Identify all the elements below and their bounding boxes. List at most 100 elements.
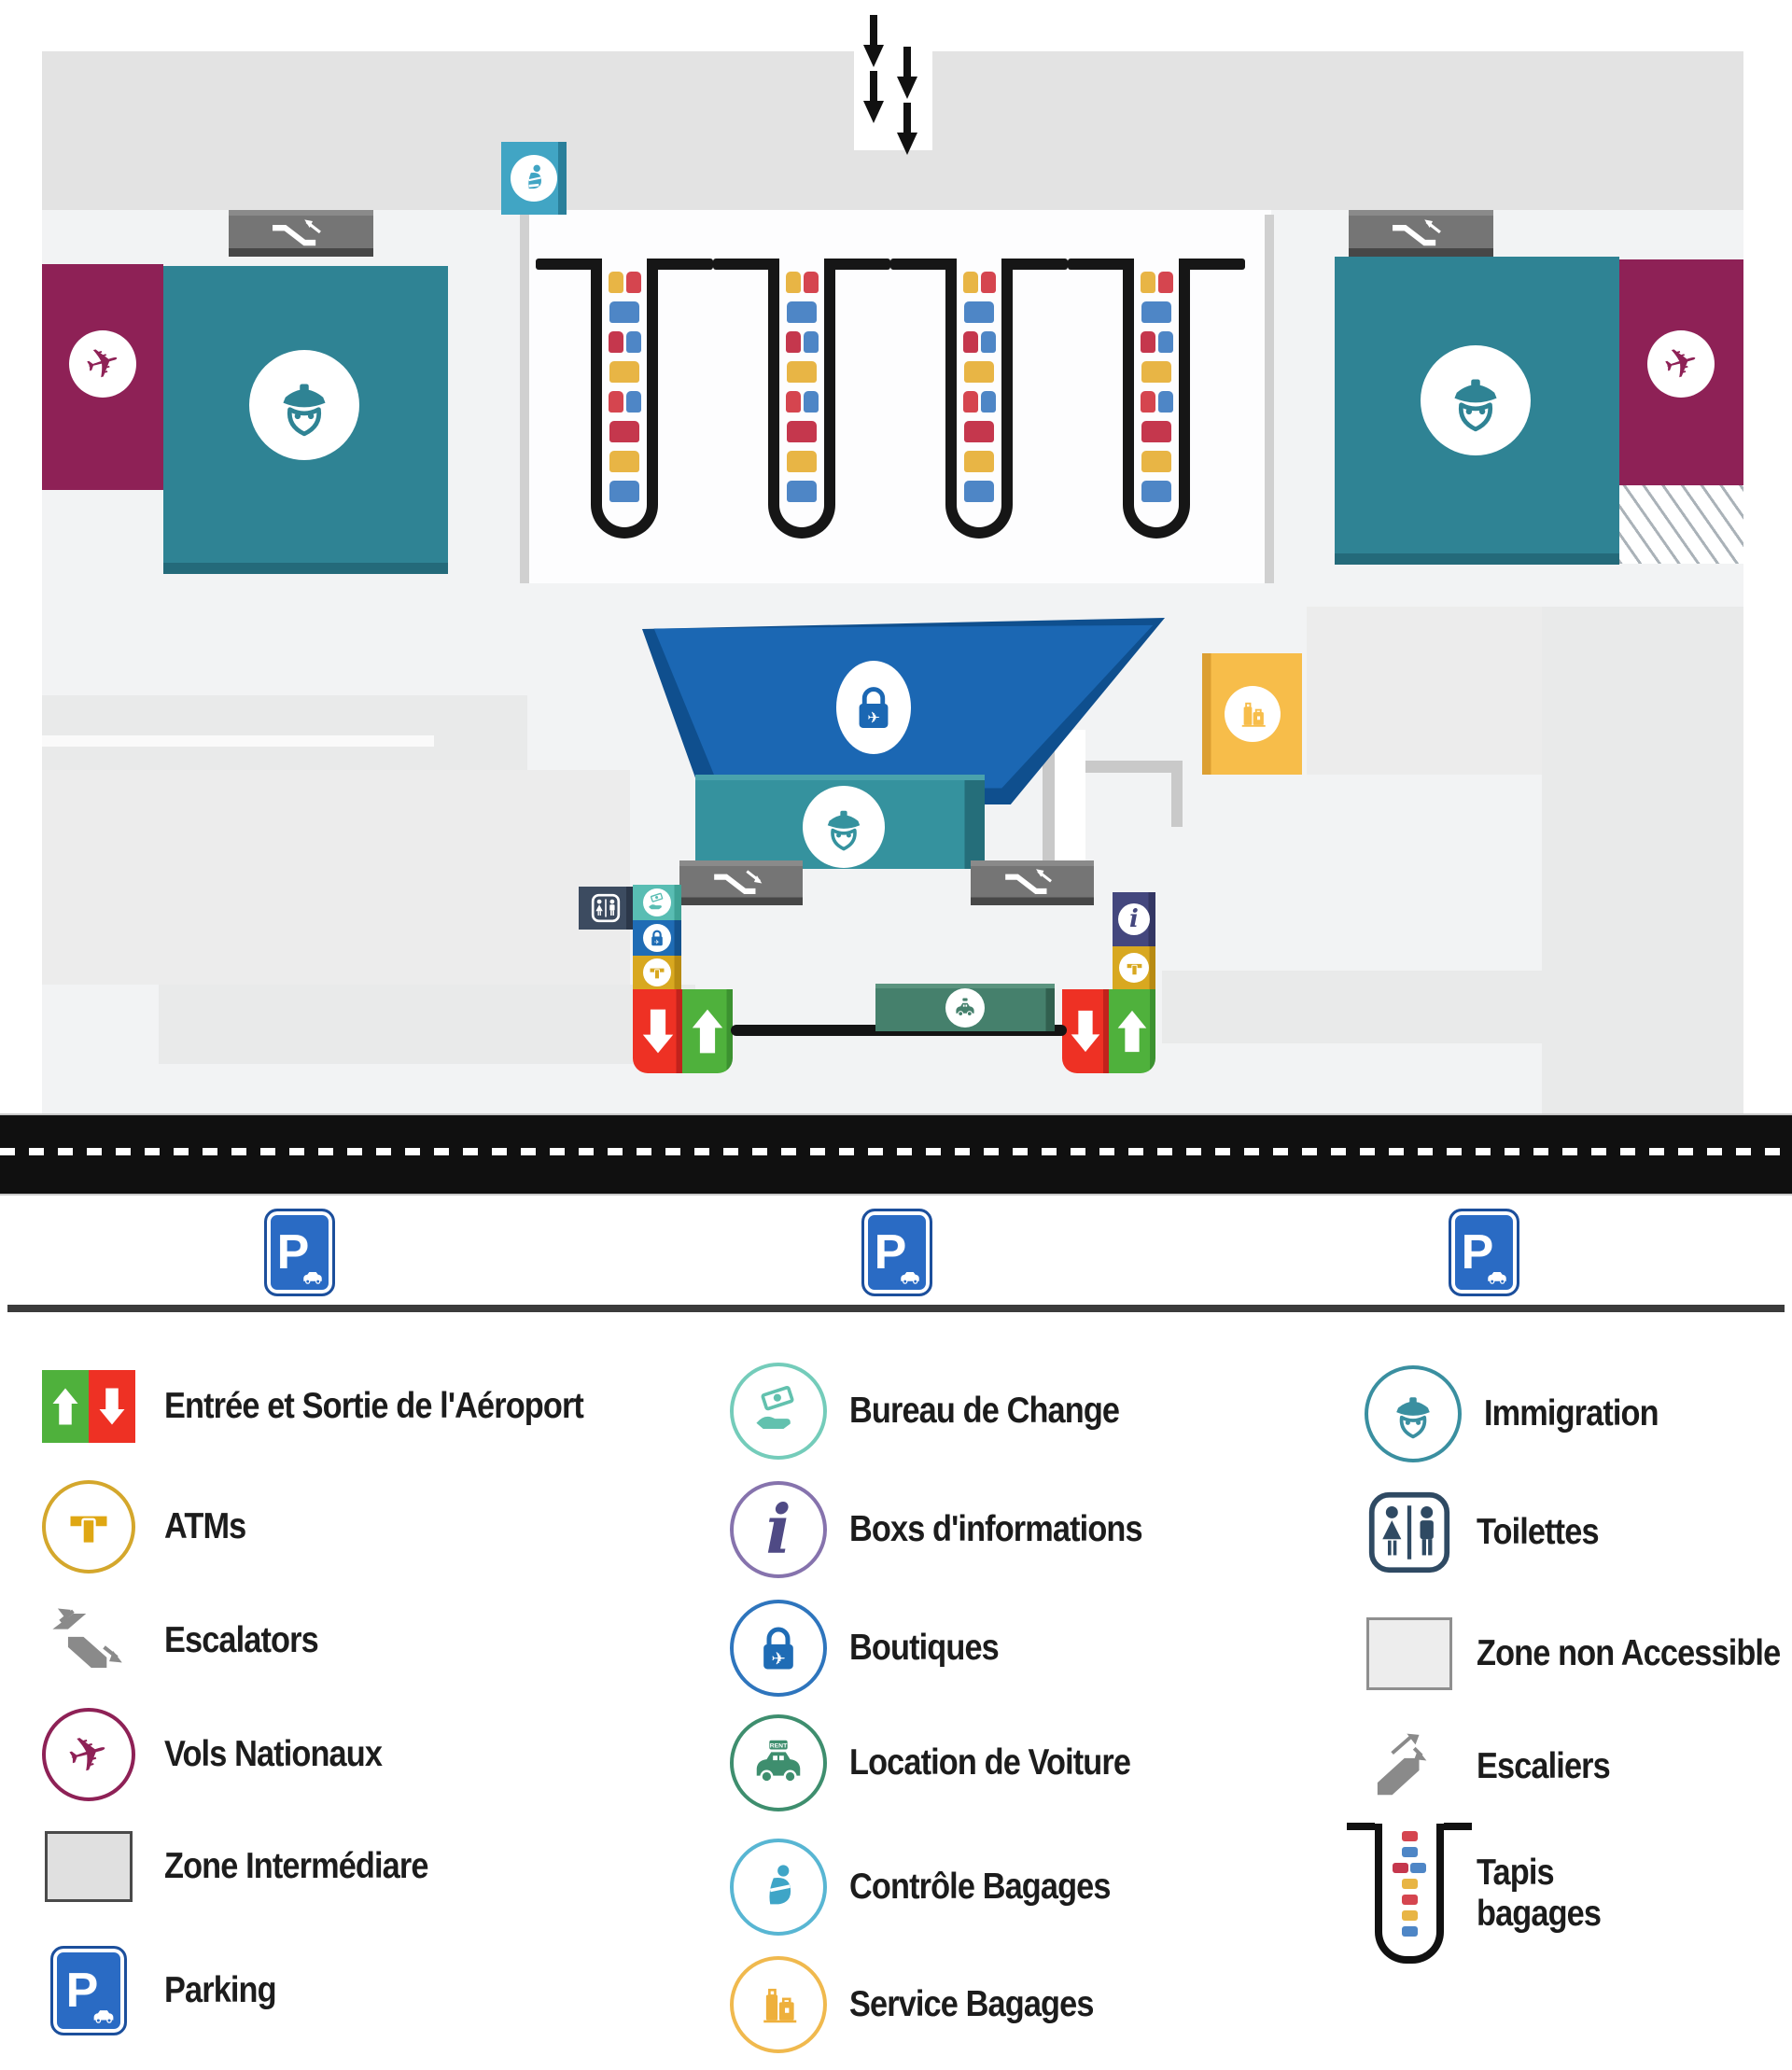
down-arrow-icon [642, 1009, 673, 1054]
escalator-sign [1349, 210, 1493, 257]
shops-lock-icon: ✈ [730, 1600, 827, 1697]
immigration-officer-icon [283, 384, 326, 437]
luggage-icon [803, 272, 819, 293]
immigration-officer-icon [827, 810, 861, 851]
down-arrow-icon [863, 71, 884, 123]
luggage-icon [964, 451, 994, 472]
parking-sign: P [1449, 1209, 1519, 1296]
legend-item-entry-exit: Entrée et Sortie de l'Aéroport [37, 1364, 640, 1448]
svg-text:RENT: RENT [770, 1743, 788, 1750]
legend-item-stairs: Escaliers [1365, 1725, 1628, 1809]
legend-label: Parking [164, 1970, 277, 2011]
luggage-row [962, 331, 996, 353]
legend-item-escalators: Escalators [37, 1598, 339, 1684]
toilets-icon [591, 893, 621, 923]
luggage-icon [608, 272, 623, 293]
luggage-icon [609, 301, 639, 323]
parking-sign-icon: P [50, 1946, 127, 2035]
legend-label: Location de Voiture [849, 1742, 1131, 1783]
luggage-icon [964, 421, 994, 442]
parking-letter: P [874, 1225, 907, 1280]
luggage-icon [609, 481, 639, 502]
currency-exchange-icon [649, 892, 664, 910]
immigration-officer-icon [1365, 1365, 1462, 1462]
parking-letter: P [276, 1225, 310, 1280]
car-icon [956, 998, 974, 1017]
legend-label: Escaliers [1477, 1746, 1611, 1787]
shops-station: ✈ [633, 920, 681, 956]
luggage-icon [964, 481, 994, 502]
luggage-icon [785, 272, 801, 293]
intermediate-zone-swatch [45, 1831, 133, 1902]
luggage-row [787, 361, 817, 383]
luggage-icon [980, 391, 996, 413]
legend-item-intermediate-zone: Zone Intermédiare [37, 1827, 464, 1906]
domestic-flights-zone-right: ✈ [1619, 259, 1743, 485]
escalator-icon [52, 1608, 122, 1668]
baggage-carousel-icon [1347, 1823, 1472, 1964]
luggage-icon [1401, 1831, 1418, 1841]
luggage-icon [962, 391, 978, 413]
legend-item-car-rental: RENT Location de Voiture [730, 1714, 1169, 1811]
luggage-row [1141, 421, 1171, 442]
legend-item-toilets: Toilettes [1365, 1488, 1615, 1577]
down-arrow-icon [897, 47, 917, 99]
luggage-row [609, 451, 639, 472]
luggage-icon [1401, 1926, 1418, 1937]
hall-wall-left [520, 215, 529, 583]
luggage-icon [785, 331, 801, 353]
luggage-row [1141, 451, 1171, 472]
domestic-flights-zone-left: ✈ [42, 264, 163, 490]
car-icon [303, 1271, 322, 1284]
luggage-icon [1401, 1910, 1418, 1921]
shops-lock-icon: ✈ [651, 930, 663, 945]
shelf-line [42, 735, 434, 747]
luggage-row [609, 421, 639, 442]
luggage-row [1141, 301, 1171, 323]
luggage-icon [1140, 391, 1155, 413]
parking-sign: P [861, 1209, 932, 1296]
baggage-carousel [1068, 259, 1245, 550]
gate-frame [1043, 730, 1183, 863]
luggage-row [785, 391, 819, 413]
escalator-sign [679, 860, 803, 905]
luggage-icon [1157, 331, 1173, 353]
baggage-service-office [1202, 653, 1302, 775]
luggage-row [1401, 1847, 1418, 1857]
immigration-badge [1421, 345, 1531, 455]
luggage-icon [962, 272, 978, 293]
legend-item-currency-exchange: Bureau de Change [730, 1363, 1156, 1460]
car-rental-icon: RENT [730, 1714, 827, 1811]
luggage-icon [625, 272, 641, 293]
luggage-row [787, 481, 817, 502]
luggage-row [787, 301, 817, 323]
non-accessible-zone-swatch [1366, 1617, 1452, 1690]
luggage-icon [1141, 481, 1171, 502]
legend-label: Boutiques [849, 1628, 1000, 1669]
currency-exchange-icon [730, 1363, 827, 1460]
luggage-row [962, 272, 996, 293]
non-accessible-block [159, 985, 695, 1064]
luggage-row [964, 481, 994, 502]
luggage-icon [787, 421, 817, 442]
non-accessible-block [42, 770, 630, 985]
legend-item-baggage-service: Service Bagages [730, 1956, 1127, 2053]
escalator-icon [1004, 869, 1052, 895]
shops-lock-icon: ✈ [859, 687, 889, 728]
luggage-icon [1401, 1847, 1418, 1857]
luggage-row [1140, 331, 1173, 353]
legend-item-domestic-flights: ✈ Vols Nationaux [37, 1708, 412, 1801]
down-arrow-icon [863, 15, 884, 67]
immigration-badge [803, 786, 885, 868]
luggage-icon [962, 331, 978, 353]
luggage-icon [609, 451, 639, 472]
luggage-row [964, 301, 994, 323]
up-arrow-icon [692, 1009, 723, 1054]
luggage-row [964, 421, 994, 442]
luggage-row [964, 451, 994, 472]
luggage-icon [785, 391, 801, 413]
luggage-row [1401, 1895, 1418, 1905]
toilets-station [579, 887, 633, 930]
immigration-zone-left [163, 266, 448, 574]
legend-item-immigration: Immigration [1365, 1365, 1682, 1462]
